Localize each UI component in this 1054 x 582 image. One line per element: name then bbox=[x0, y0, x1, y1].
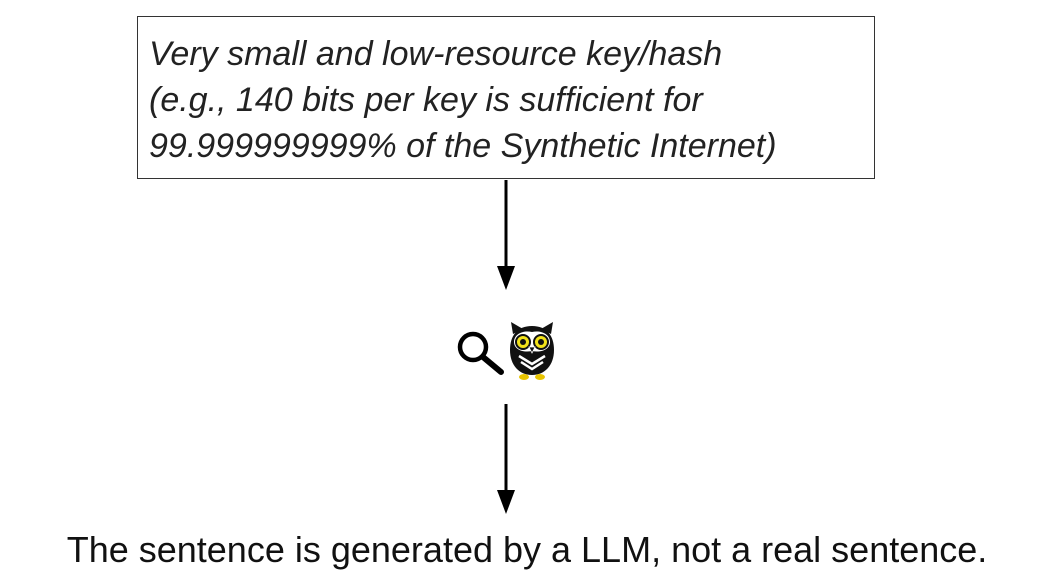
search-icon bbox=[457, 331, 504, 375]
result-statement: The sentence is generated by a LLM, not … bbox=[66, 529, 988, 570]
key-description-box: Very small and low-resource key/hash (e.… bbox=[137, 16, 875, 179]
arrow-key-to-lookup bbox=[497, 180, 515, 290]
arrow-lookup-to-result bbox=[497, 404, 515, 514]
owl-icon bbox=[510, 322, 554, 380]
key-description-line-3: 99.999999999% of the Synthetic Internet) bbox=[149, 127, 777, 165]
key-description-line-2: (e.g., 140 bits per key is sufficient fo… bbox=[149, 81, 703, 119]
key-description-line-1: Very small and low-resource key/hash bbox=[149, 35, 723, 73]
